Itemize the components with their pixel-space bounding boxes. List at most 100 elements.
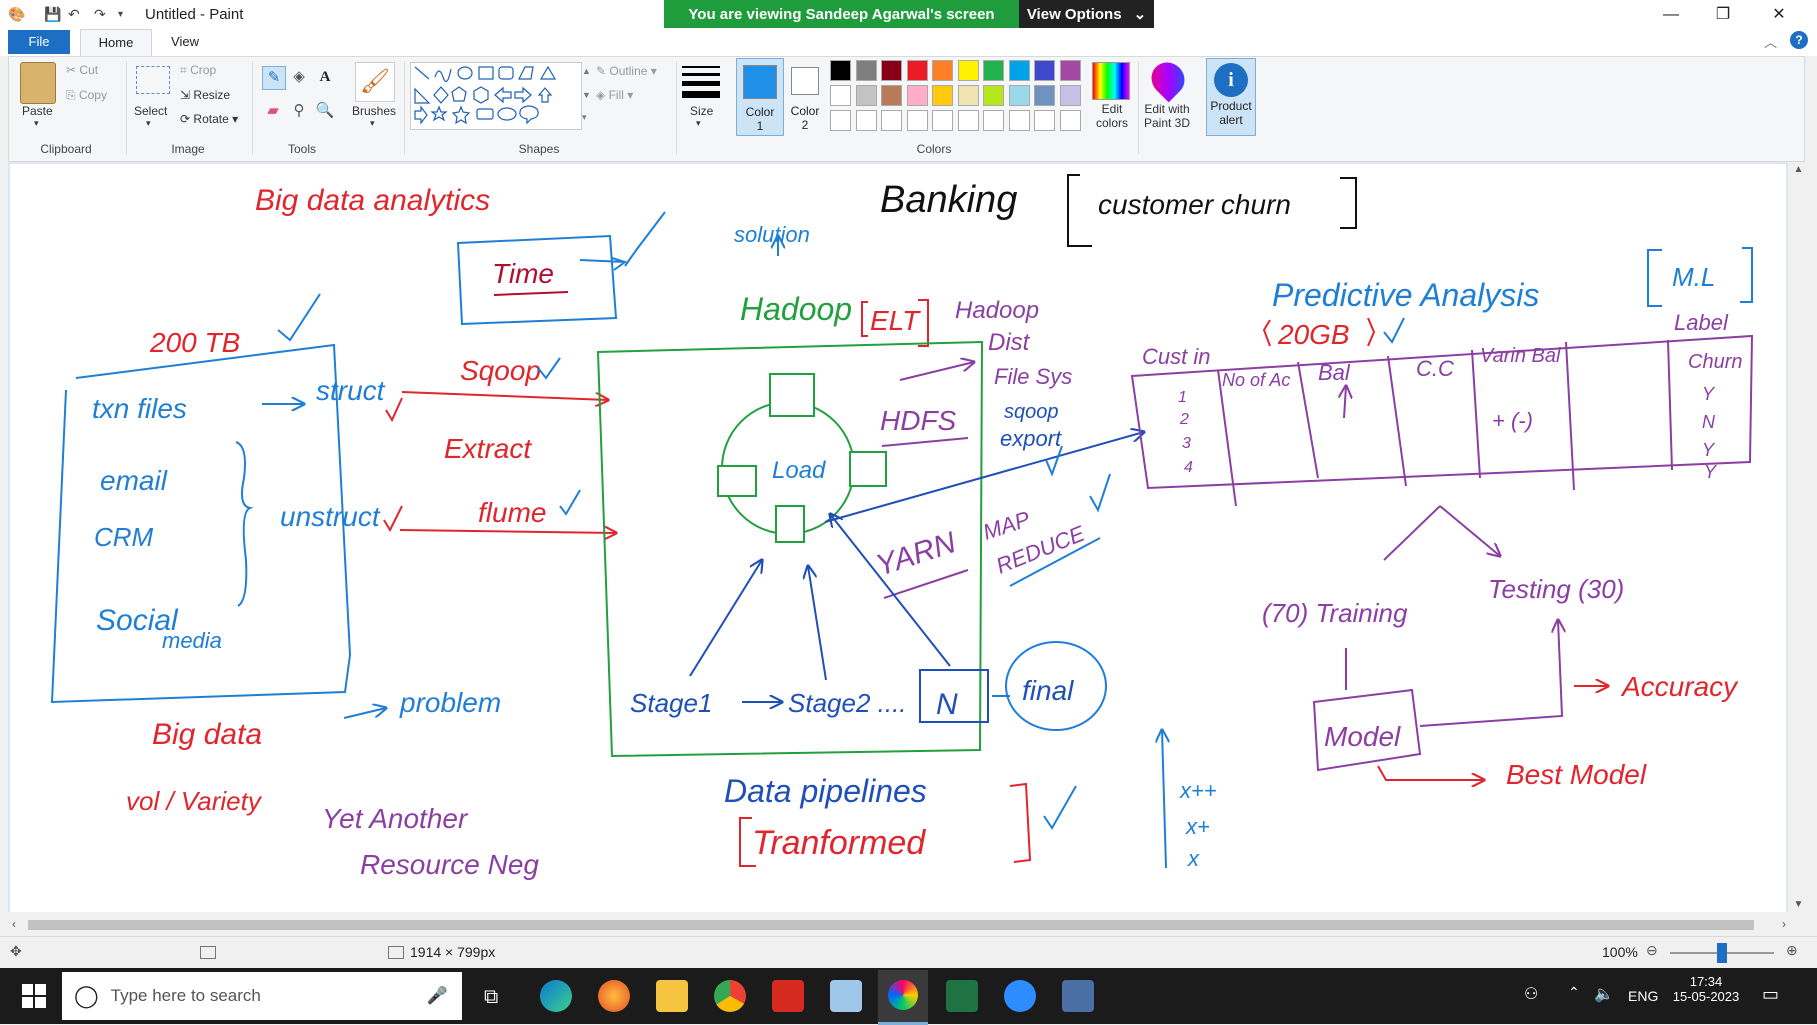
scroll-up-icon[interactable]: ▲ <box>1793 164 1804 175</box>
chrome-icon[interactable] <box>714 980 746 1012</box>
eraser-icon[interactable]: ▰ <box>267 102 279 119</box>
palette-swatch[interactable] <box>1059 110 1081 131</box>
color2-button[interactable]: Color 2 <box>782 58 828 134</box>
palette-swatch[interactable] <box>1059 85 1081 106</box>
palette-swatch[interactable] <box>1008 60 1030 81</box>
palette-swatch[interactable] <box>983 85 1004 106</box>
text-tool-icon[interactable]: A <box>319 69 331 85</box>
acrobat-icon[interactable] <box>772 980 804 1012</box>
people-icon[interactable]: ⚇ <box>1524 986 1539 1003</box>
save-icon[interactable]: 💾 <box>44 6 62 22</box>
scroll-right-icon[interactable]: › <box>1782 917 1786 931</box>
microphone-icon[interactable]: 🎤 <box>426 986 448 1005</box>
undo-icon[interactable]: ↶ <box>68 6 80 22</box>
size-icon[interactable] <box>682 62 720 100</box>
palette-swatch[interactable] <box>881 110 902 131</box>
palette-swatch[interactable] <box>983 60 1004 81</box>
notepad-icon[interactable] <box>830 980 862 1012</box>
palette-swatch[interactable] <box>957 60 979 81</box>
color1-button[interactable]: Color 1 <box>736 58 784 136</box>
zoom-in-icon[interactable]: ⊕ <box>1786 942 1798 958</box>
resize-button[interactable]: ⇲ Resize <box>180 88 230 102</box>
close-button[interactable]: ✕ <box>1772 6 1786 23</box>
edge-icon[interactable] <box>540 980 572 1012</box>
shapes-scroll-up-icon[interactable]: ▲ <box>582 66 591 76</box>
crop-button[interactable]: ⌗ Crop <box>180 63 216 78</box>
task-view-icon[interactable]: ⧉ <box>484 986 499 1008</box>
file-explorer-icon[interactable] <box>656 980 688 1012</box>
zoom-app-icon[interactable] <box>1004 980 1036 1012</box>
redo-icon[interactable]: ↷ <box>94 6 106 22</box>
palette-swatch[interactable] <box>830 85 851 106</box>
palette-swatch[interactable] <box>881 60 902 81</box>
palette-swatch[interactable] <box>932 85 953 106</box>
zoom-slider-thumb[interactable] <box>1717 943 1727 963</box>
paste-dropdown-icon[interactable]: ▾ <box>34 118 39 128</box>
pencil-icon[interactable]: ✎ <box>262 66 286 90</box>
palette-swatch[interactable] <box>1034 60 1055 81</box>
color-picker-icon[interactable]: ⚲ <box>293 102 305 119</box>
windows-start-icon[interactable] <box>22 984 46 1008</box>
language-indicator[interactable]: ENG <box>1628 988 1659 1004</box>
brush-icon[interactable]: 🖌 <box>355 62 395 102</box>
help-icon[interactable]: ? <box>1790 31 1808 49</box>
palette-swatch[interactable] <box>830 60 851 81</box>
scroll-down-icon[interactable]: ▼ <box>1793 899 1804 910</box>
vertical-scrollbar[interactable]: ▲ ▼ <box>1790 162 1807 912</box>
palette-swatch[interactable] <box>881 85 902 106</box>
fill-button[interactable]: ◈ Fill ▾ <box>596 88 634 102</box>
chevron-up-icon[interactable]: ⌃ <box>1568 984 1580 1000</box>
shapes-expand-icon[interactable]: ▾ <box>582 112 587 122</box>
rotate-button[interactable]: ⟳ Rotate ▾ <box>180 112 239 126</box>
size-button[interactable]: Size <box>690 104 714 118</box>
select-button[interactable]: Select <box>134 104 168 118</box>
edit-colors-icon[interactable] <box>1092 62 1130 100</box>
excel-icon[interactable] <box>946 980 978 1012</box>
paste-icon[interactable] <box>20 62 56 104</box>
customize-toolbar-icon[interactable]: ▾ <box>118 9 124 20</box>
tab-file[interactable]: File <box>8 30 70 54</box>
fill-bucket-icon[interactable]: ◈ <box>293 68 305 85</box>
brushes-button[interactable]: Brushes <box>352 104 397 118</box>
calculator-icon[interactable] <box>1062 980 1094 1012</box>
scroll-thumb[interactable] <box>28 920 1754 930</box>
magnifier-icon[interactable]: 🔍 <box>315 102 335 119</box>
maximize-button[interactable]: ❐ <box>1715 6 1731 23</box>
firefox-icon[interactable] <box>598 980 630 1012</box>
shapes-scroll-down-icon[interactable]: ▼ <box>582 90 591 100</box>
paint-taskbar-button[interactable] <box>878 970 928 1025</box>
clock[interactable]: 17:34 15-05-2023 <box>1670 974 1742 1004</box>
paste-button[interactable]: Paste <box>22 104 53 118</box>
zoom-out-icon[interactable]: ⊖ <box>1646 942 1658 958</box>
select-dropdown-icon[interactable]: ▾ <box>146 118 151 128</box>
scroll-left-icon[interactable]: ‹ <box>12 917 16 931</box>
palette-swatch[interactable] <box>830 110 851 131</box>
palette-swatch[interactable] <box>855 85 877 106</box>
palette-swatch[interactable] <box>906 110 928 131</box>
horizontal-scrollbar[interactable]: ‹ › <box>8 916 1790 934</box>
palette-swatch[interactable] <box>1059 60 1081 81</box>
copy-button[interactable]: ⎘ Copy <box>66 88 107 103</box>
outline-button[interactable]: ✎ Outline ▾ <box>596 64 657 78</box>
drawing-canvas[interactable]: Big data analytics Time solution Banking… <box>10 164 1786 912</box>
notifications-icon[interactable]: ▭ <box>1762 984 1780 1004</box>
cut-button[interactable]: ✂ Cut <box>66 63 98 77</box>
palette-swatch[interactable] <box>957 110 979 131</box>
product-alert-button[interactable]: i Product alert <box>1206 58 1256 136</box>
palette-swatch[interactable] <box>1034 85 1055 106</box>
volume-icon[interactable]: 🔈 <box>1594 986 1614 1003</box>
palette-swatch[interactable] <box>906 85 928 106</box>
palette-swatch[interactable] <box>855 110 877 131</box>
collapse-ribbon-icon[interactable]: ︿ <box>1764 35 1778 50</box>
tab-home[interactable]: Home <box>80 29 152 57</box>
select-icon[interactable] <box>136 66 170 94</box>
palette-swatch[interactable] <box>1008 110 1030 131</box>
brushes-dropdown-icon[interactable]: ▾ <box>370 118 375 128</box>
tab-view[interactable]: View <box>171 34 199 49</box>
shapes-gallery[interactable] <box>410 62 582 130</box>
palette-swatch[interactable] <box>855 60 877 81</box>
view-options-button[interactable]: View Options ⌄ <box>1019 0 1154 28</box>
taskbar-search[interactable]: ◯ Type here to search 🎤 <box>62 972 462 1020</box>
